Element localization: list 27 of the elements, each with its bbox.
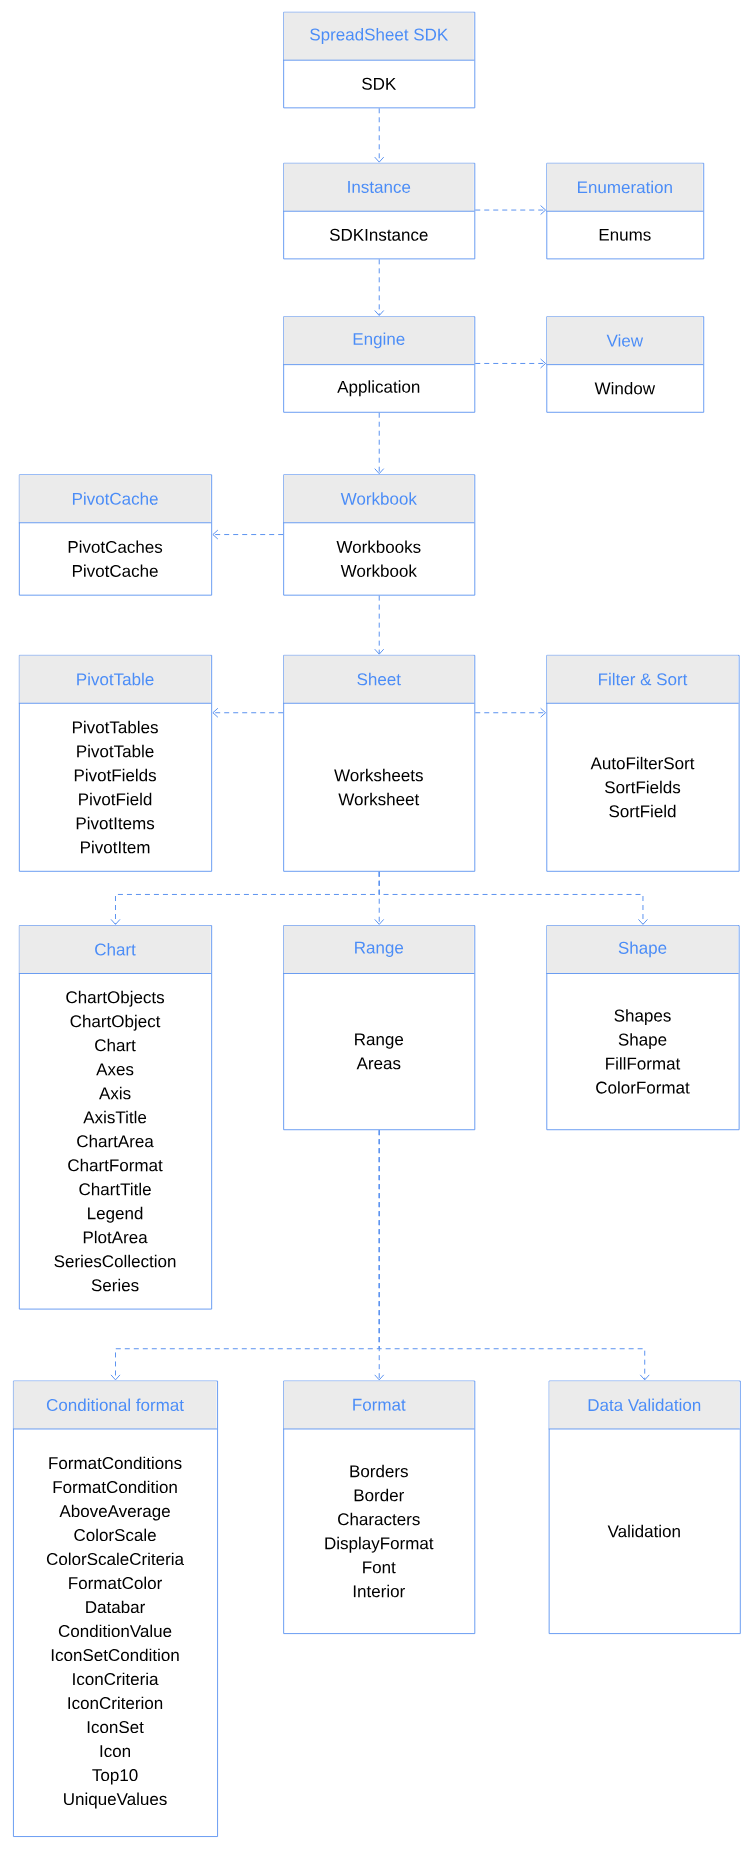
arrow: [474, 707, 547, 718]
class-box: Chart ChartObjects ChartObject Chart Axes Axis AxisTitle ChartArea ChartFormat ChartTitle Legend PlotArea SeriesCollection Series: [18, 925, 213, 1310]
arrow: [474, 205, 547, 216]
class-box: Data Validation Validation: [548, 1380, 741, 1635]
arrow: [212, 707, 284, 718]
arrow: [378, 871, 648, 925]
class-box: Conditional format FormatConditions FormatCondition AboveAverage ColorScale ColorScaleCriteria FormatColor Databar ConditionValue IconSetCondition IconCriteria IconCriterion IconSet Icon Top10 UniqueValues: [12, 1380, 218, 1837]
arrow: [212, 529, 284, 540]
class-box: Shape Shapes Shape FillFormat ColorFormat: [545, 925, 740, 1131]
arrow: [378, 1129, 650, 1381]
arrow: [374, 258, 385, 316]
class-box: Instance SDKInstance: [282, 162, 476, 260]
arrow: [374, 412, 385, 475]
class-box: Range Range Areas: [282, 925, 476, 1131]
class-box: Format Borders Border Characters DisplayFormat Font Interior: [282, 1380, 476, 1635]
class-box: Enumeration Enums: [545, 162, 705, 260]
class-box: Filter & Sort AutoFilterSort SortFields SortField: [545, 654, 740, 872]
class-box: PivotCache PivotCaches PivotCache: [18, 474, 213, 596]
class-box: Engine Application: [282, 316, 476, 413]
arrow: [374, 107, 385, 163]
arrow: [374, 595, 385, 655]
class-box: Sheet Worksheets Worksheet: [282, 654, 476, 872]
class-box: View Window: [545, 316, 705, 413]
class-box: SpreadSheet SDK SDK: [282, 11, 476, 109]
class-box: Workbook Workbooks Workbook: [282, 474, 476, 596]
class-box: PivotTable PivotTables PivotTable PivotFields PivotField PivotItems PivotItem: [18, 654, 213, 872]
arrow: [474, 358, 547, 369]
